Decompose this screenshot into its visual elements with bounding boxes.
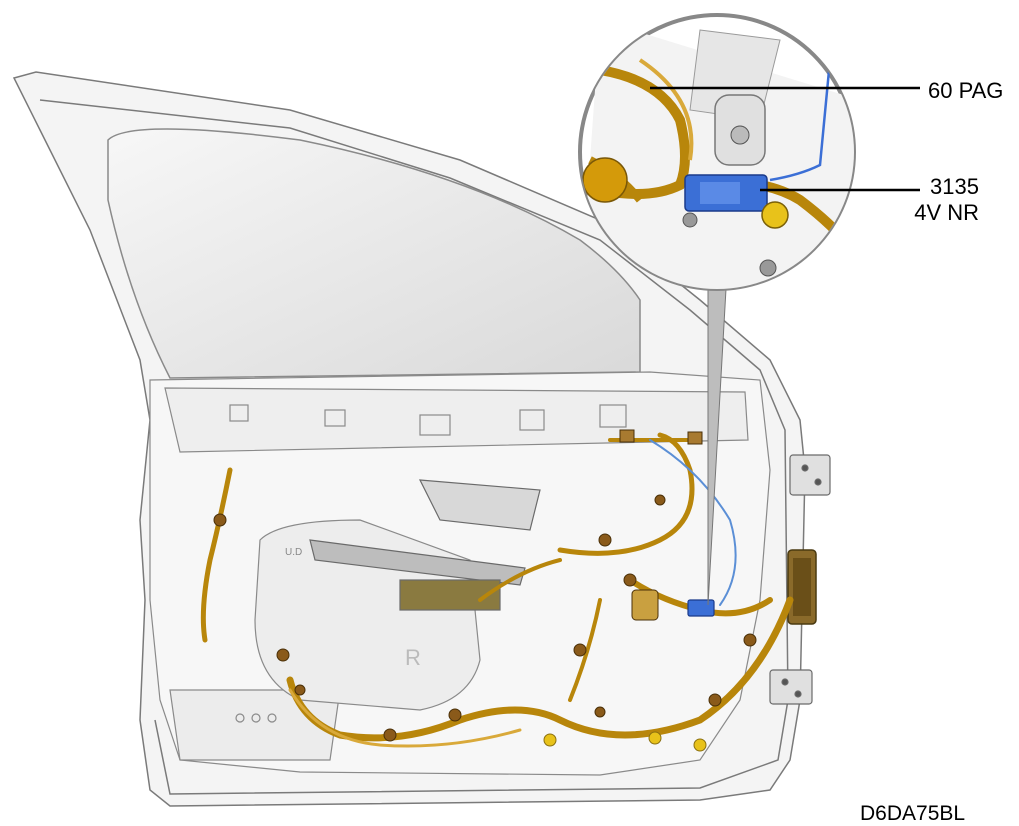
- callout-60-pag-text: 60 PAG: [928, 78, 1004, 103]
- harness-clips: [213, 494, 757, 742]
- callout-3135-4v-nr: 3135 4V NR: [914, 174, 979, 226]
- hinge-lower: [769, 669, 813, 705]
- yellow-clips: [543, 731, 707, 752]
- callout-leaders: [650, 86, 920, 192]
- magnifier: [578, 13, 856, 291]
- panel-connectors: [619, 429, 703, 621]
- callout-3135-descriptor: 4V NR: [914, 200, 979, 225]
- window-glass: [107, 128, 641, 379]
- connector-3135-target: [687, 599, 715, 617]
- door-handle: [309, 479, 541, 611]
- svg-text:R: R: [405, 645, 421, 670]
- callout-3135-number: 3135: [930, 174, 979, 199]
- hinge-upper: [789, 454, 831, 496]
- figure-reference-code: D6DA75BL: [860, 802, 966, 825]
- callout-60-pag: 60 PAG: [928, 78, 1003, 104]
- main-connector: [787, 549, 817, 625]
- svg-text:U.D: U.D: [285, 547, 302, 558]
